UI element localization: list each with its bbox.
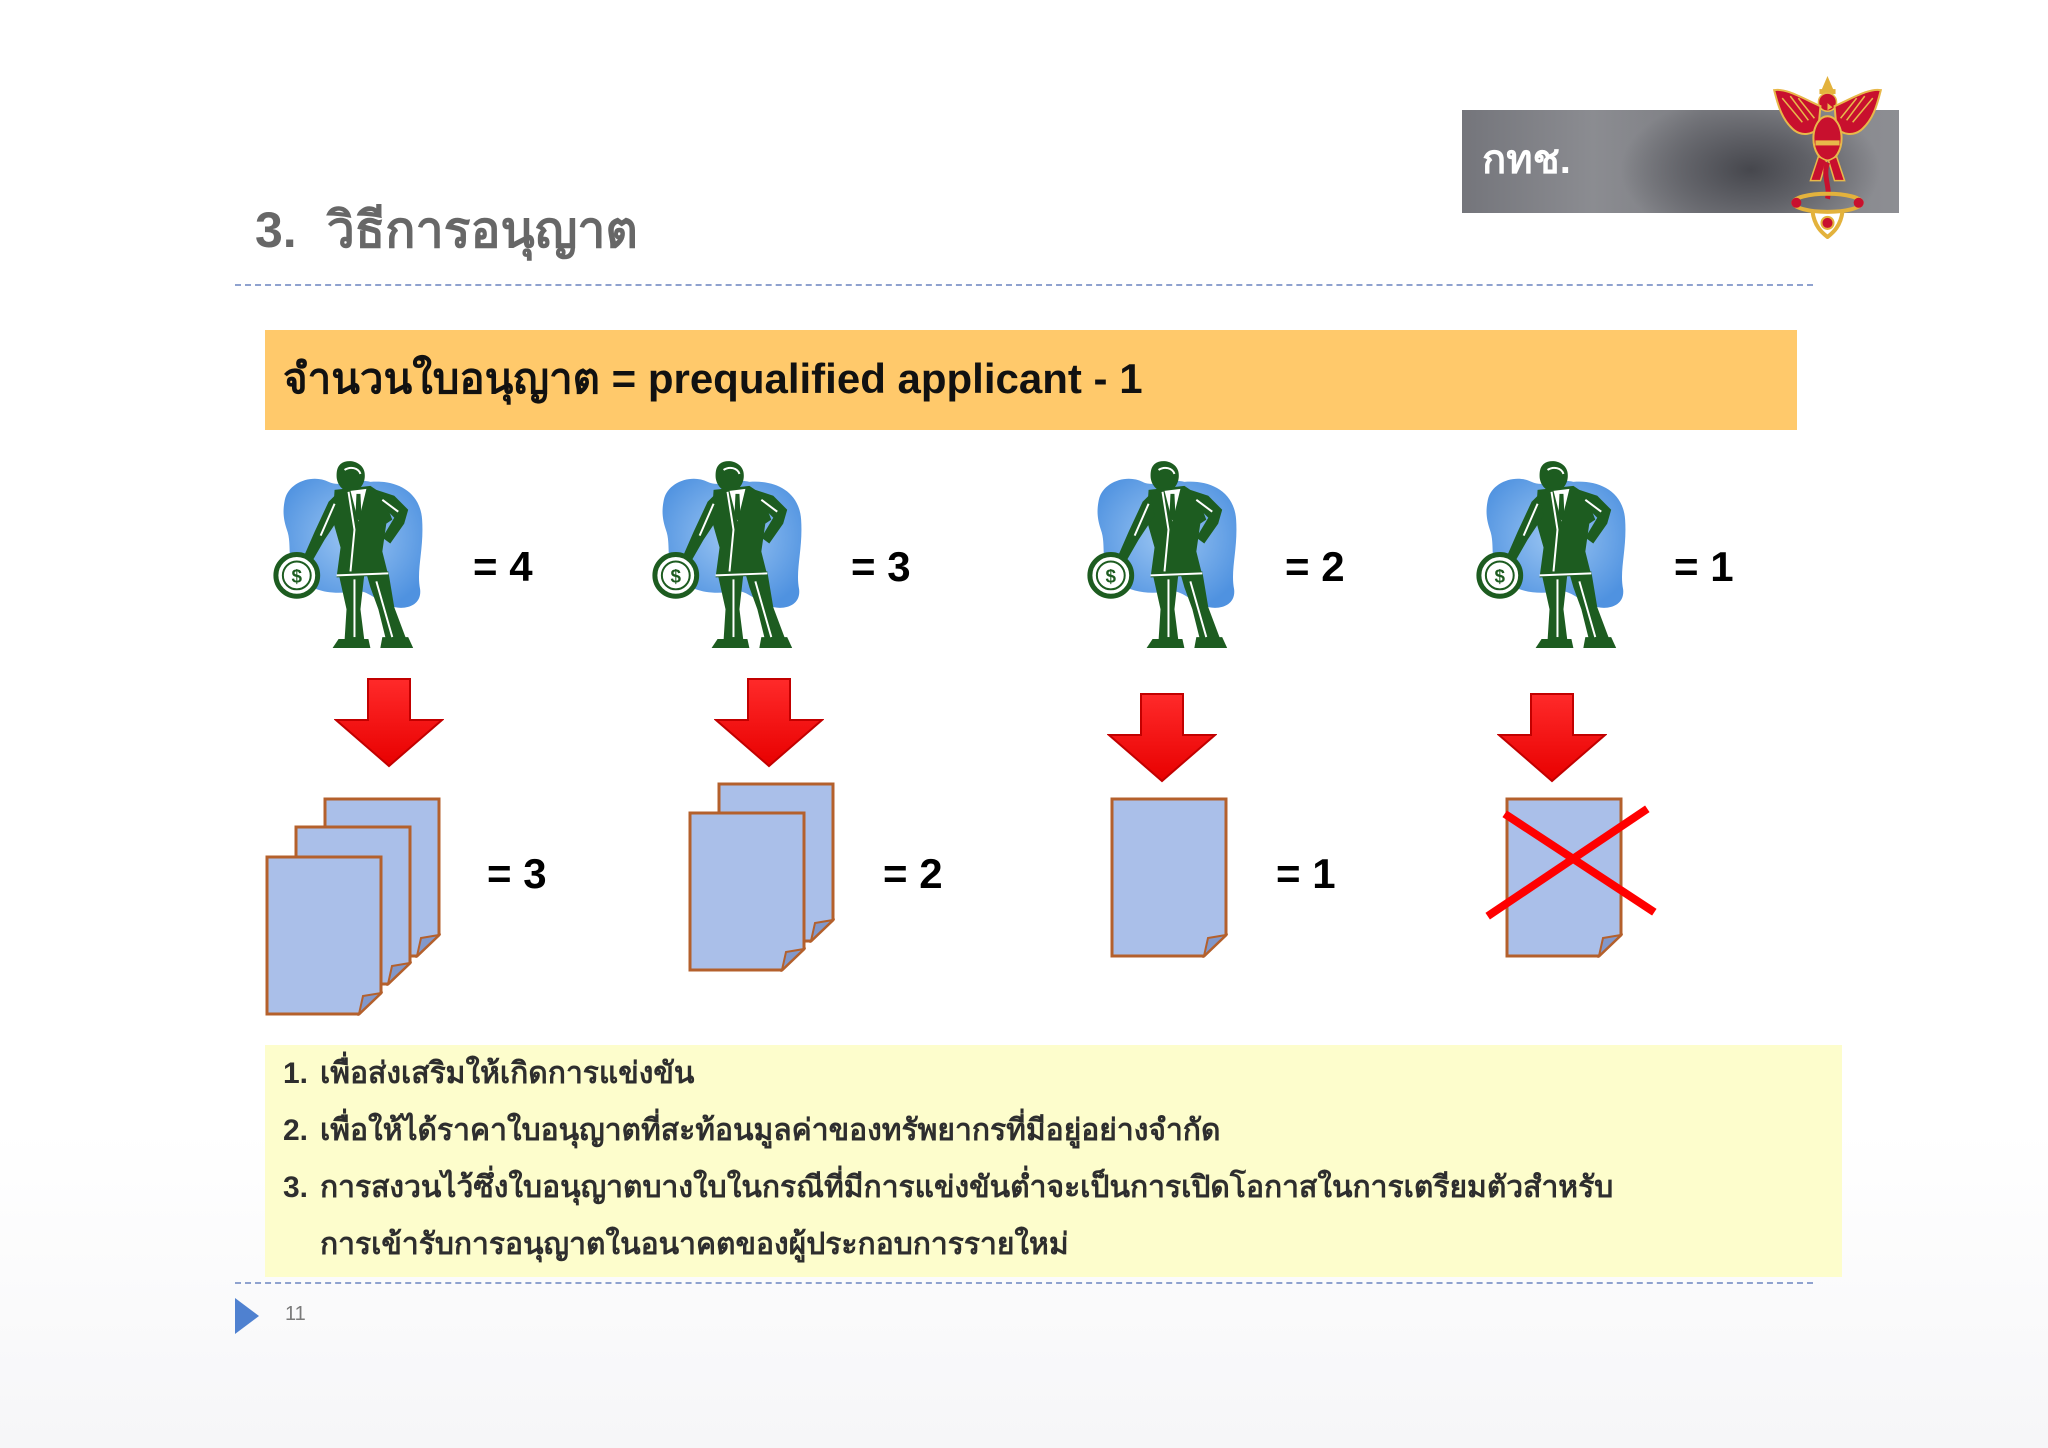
applicant-count-label: = 3 xyxy=(851,543,911,590)
applicant-count-label: = 2 xyxy=(1285,543,1345,590)
applicant-icon xyxy=(1473,460,1634,649)
organization-label: กทช. xyxy=(1482,138,1571,182)
top-divider xyxy=(235,284,1813,286)
title-section-number: 3. xyxy=(255,202,297,258)
list-item-text: การเข้ารับการอนุญาตในอนาคตของผู้ประกอบกา… xyxy=(320,1228,1069,1261)
garuda-emblem xyxy=(1772,76,1883,239)
list-item-text: เพื่อส่งเสริมให้เกิดการแข่งขัน xyxy=(320,1057,695,1090)
list-item-number: 2. xyxy=(283,1114,309,1147)
list-item-number: 1. xyxy=(283,1057,309,1090)
license-count-label: = 2 xyxy=(883,850,943,897)
cross-out-icon xyxy=(1485,805,1657,920)
down-arrow-icon xyxy=(334,678,444,768)
applicant-icon xyxy=(270,460,431,649)
down-arrow-icon xyxy=(714,678,824,768)
list-item: 1. เพื่อส่งเสริมให้เกิดการแข่งขัน xyxy=(283,1045,694,1102)
applicant-icon xyxy=(1084,460,1245,649)
formula-text: จำนวนใบอนุญาต = prequalified applicant -… xyxy=(283,355,1143,402)
license-document-icon xyxy=(1110,797,1228,958)
page-number: 11 xyxy=(285,1303,306,1325)
license-document-icon xyxy=(265,855,383,1016)
triangle-bullet-icon xyxy=(235,1298,259,1334)
license-document-icon xyxy=(688,811,806,972)
license-count-label: = 3 xyxy=(487,850,547,897)
applicant-icon xyxy=(649,460,810,649)
formula-band: จำนวนใบอนุญาต = prequalified applicant -… xyxy=(265,330,1797,430)
page-title: 3. วิธีการอนุญาต xyxy=(255,198,638,262)
title-text: วิธีการอนุญาต xyxy=(326,202,638,258)
license-count-label: = 1 xyxy=(1276,850,1336,897)
list-item: 3. การสงวนไว้ซึ่งใบอนุญาตบางใบในกรณีที่มี… xyxy=(283,1159,1613,1216)
list-item-text: เพื่อให้ได้ราคาใบอนุญาตที่สะท้อนมูลค่าขอ… xyxy=(320,1114,1221,1147)
down-arrow-icon xyxy=(1107,693,1217,783)
notes-box: 1. เพื่อส่งเสริมให้เกิดการแข่งขัน 2. เพื่อ… xyxy=(265,1045,1842,1277)
applicant-count-label: = 4 xyxy=(473,543,533,590)
list-item-text: การสงวนไว้ซึ่งใบอนุญาตบางใบในกรณีที่มีกา… xyxy=(320,1171,1614,1204)
down-arrow-icon xyxy=(1497,693,1607,783)
bottom-divider xyxy=(235,1282,1813,1284)
list-item-continuation: การเข้ารับการอนุญาตในอนาคตของผู้ประกอบกา… xyxy=(283,1216,1069,1273)
list-item-number: 3. xyxy=(283,1171,309,1204)
list-item: 2. เพื่อให้ได้ราคาใบอนุญาตที่สะท้อนมูลค่า… xyxy=(283,1102,1220,1159)
applicant-count-label: = 1 xyxy=(1674,543,1734,590)
